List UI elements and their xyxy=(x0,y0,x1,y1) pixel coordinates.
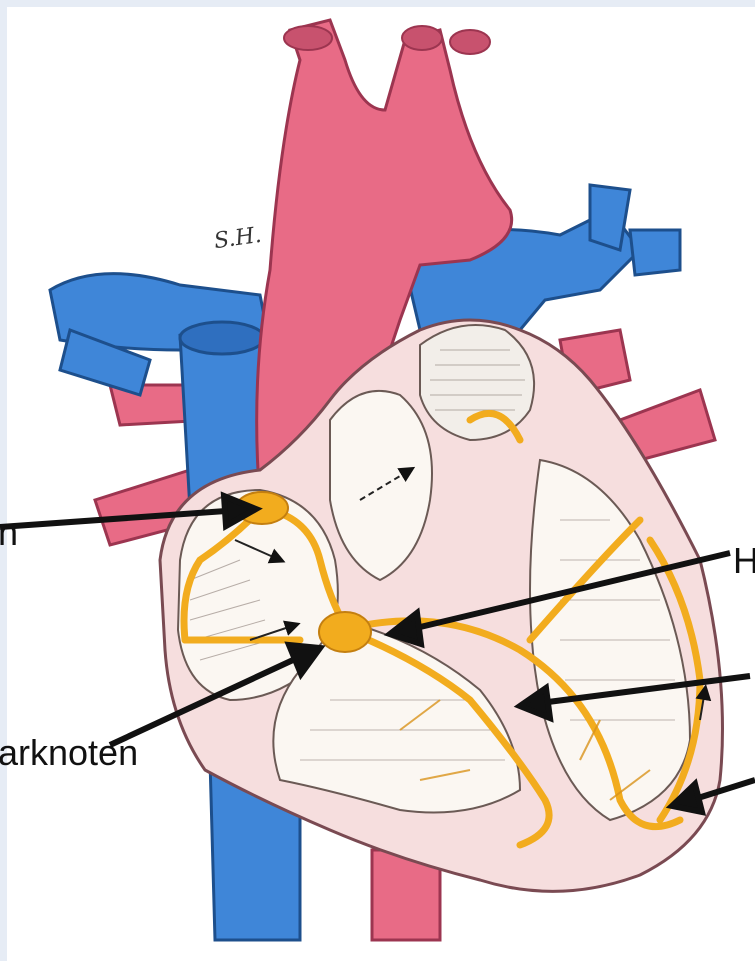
label-sinus-node: n xyxy=(0,515,18,551)
pulmonary-valve xyxy=(420,325,534,440)
label-his-bundle: H xyxy=(733,543,755,579)
av-node xyxy=(319,612,371,652)
pulmonary-artery-right-branch-2 xyxy=(630,230,680,275)
label-av-node: arknoten xyxy=(0,735,138,771)
